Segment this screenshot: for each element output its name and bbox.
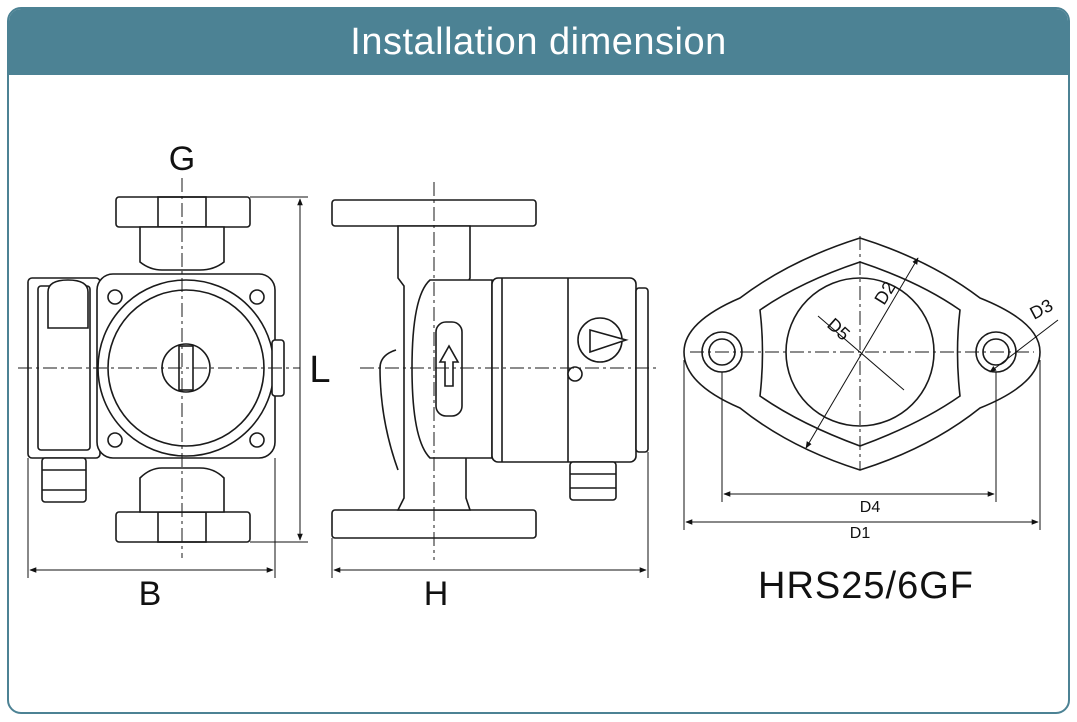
screw-icon [107, 432, 123, 448]
arrow-up-icon [438, 344, 460, 387]
screw-icon [107, 289, 123, 305]
page-title: Installation dimension [9, 9, 1068, 75]
screw-icon [249, 432, 265, 448]
front-view [27, 196, 285, 543]
side-motor [491, 277, 637, 463]
front-top-flange [115, 196, 251, 228]
side-cable-gland [569, 461, 617, 501]
side-view [331, 199, 649, 539]
dimension-line-d5 [817, 315, 905, 391]
label-b: B [139, 575, 162, 613]
screw-icon [249, 289, 265, 305]
front-bottom-flange [115, 511, 251, 543]
cable-gland [41, 457, 87, 503]
dimension-line-d3 [989, 319, 1059, 373]
label-d4: D4 [860, 499, 881, 516]
label-g: G [169, 140, 195, 178]
label-d3: D3 [1026, 295, 1056, 323]
dimension-line-d2 [805, 257, 919, 449]
label-d1: D1 [850, 525, 871, 542]
label-h: H [424, 575, 449, 613]
label-l: L [309, 349, 330, 391]
model-name: HRS25/6GF [758, 565, 974, 607]
